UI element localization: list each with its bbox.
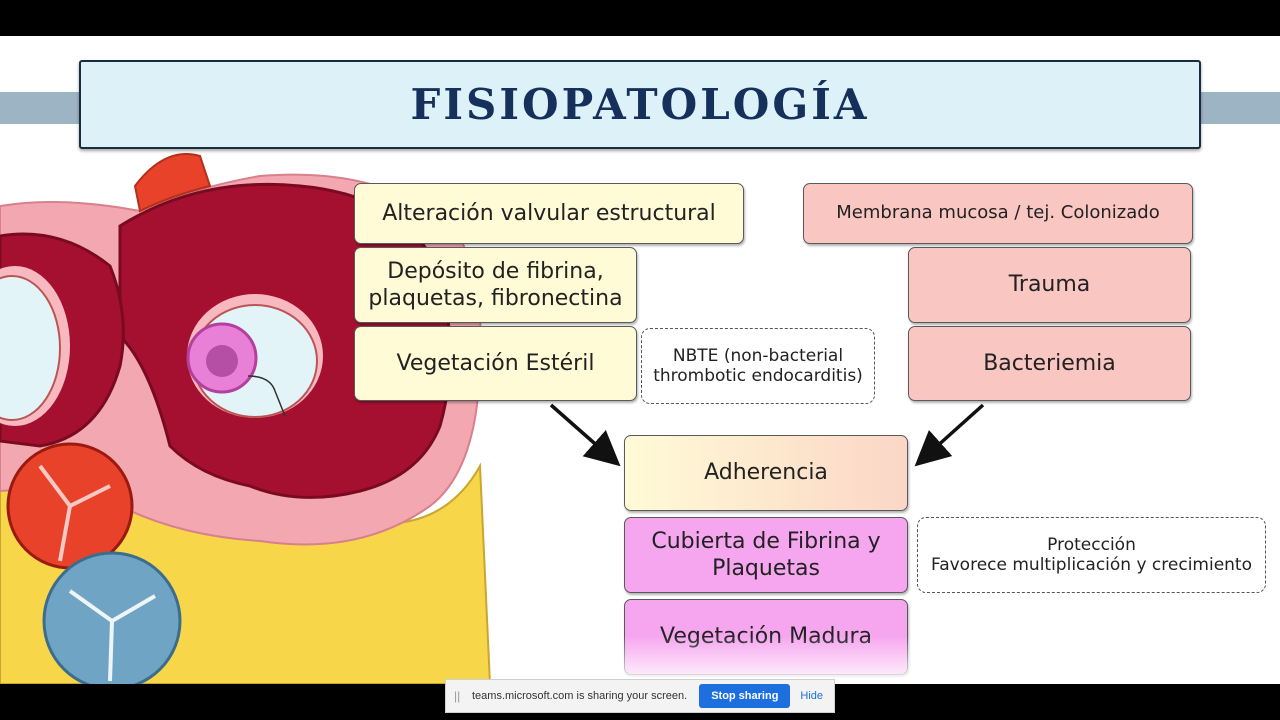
presentation-slide: FISIOPATOLOGÍA Alteración valvular estru… [0,36,1280,684]
box-label-line-2: plaquetas, fibronectina [368,286,623,311]
box-alteracion-valvular: Alteración valvular estructural [354,183,744,244]
screen-share-bar: || teams.microsoft.com is sharing your s… [445,679,835,713]
box-label-line-2: Plaquetas [712,556,820,581]
box-label: Trauma [1008,272,1091,298]
hide-button[interactable]: Hide [800,690,824,702]
box-label: Adherencia [704,460,828,486]
header-band-right [1200,92,1280,124]
note-line-1: Protección [1047,534,1136,555]
box-bacteriemia: Bacteriemia [908,326,1191,401]
box-vegetacion-esteril: Vegetación Estéril [354,326,637,401]
share-message: teams.microsoft.com is sharing your scre… [472,690,688,702]
box-membrana-mucosa: Membrana mucosa / tej. Colonizado [803,183,1193,244]
box-adherencia: Adherencia [624,435,908,511]
box-label: Bacteriemia [983,350,1116,376]
note-nbte: NBTE (non-bacterial thrombotic endocardi… [641,328,875,404]
header-band-left [0,92,80,124]
slide-title: FISIOPATOLOGÍA [410,80,870,129]
drag-handle-icon[interactable]: || [454,689,461,703]
title-box: FISIOPATOLOGÍA [79,60,1201,149]
box-label-line-1: Depósito de fibrina, [387,258,604,284]
box-label-line-1: Cubierta de Fibrina y [651,528,881,554]
box-label: Membrana mucosa / tej. Colonizado [836,202,1160,224]
note-line-1: NBTE (non-bacterial [672,345,844,366]
bottom-fade [620,636,920,684]
arrow-right-to-adherencia [914,403,985,467]
note-proteccion: Protección Favorece multiplicación y cre… [917,517,1266,593]
box-trauma: Trauma [908,247,1191,323]
stop-sharing-button[interactable]: Stop sharing [699,684,791,708]
box-deposito-fibrina: Depósito de fibrina, plaquetas, fibronec… [354,247,637,323]
box-label: Alteración valvular estructural [382,200,716,226]
arrow-left-to-adherencia [549,403,621,467]
note-line-2: Favorece multiplicación y crecimiento [930,555,1253,575]
note-line-2: thrombotic endocarditis) [653,366,863,386]
box-label: Vegetación Estéril [396,350,595,376]
box-cubierta-fibrina: Cubierta de Fibrina y Plaquetas [624,517,908,593]
